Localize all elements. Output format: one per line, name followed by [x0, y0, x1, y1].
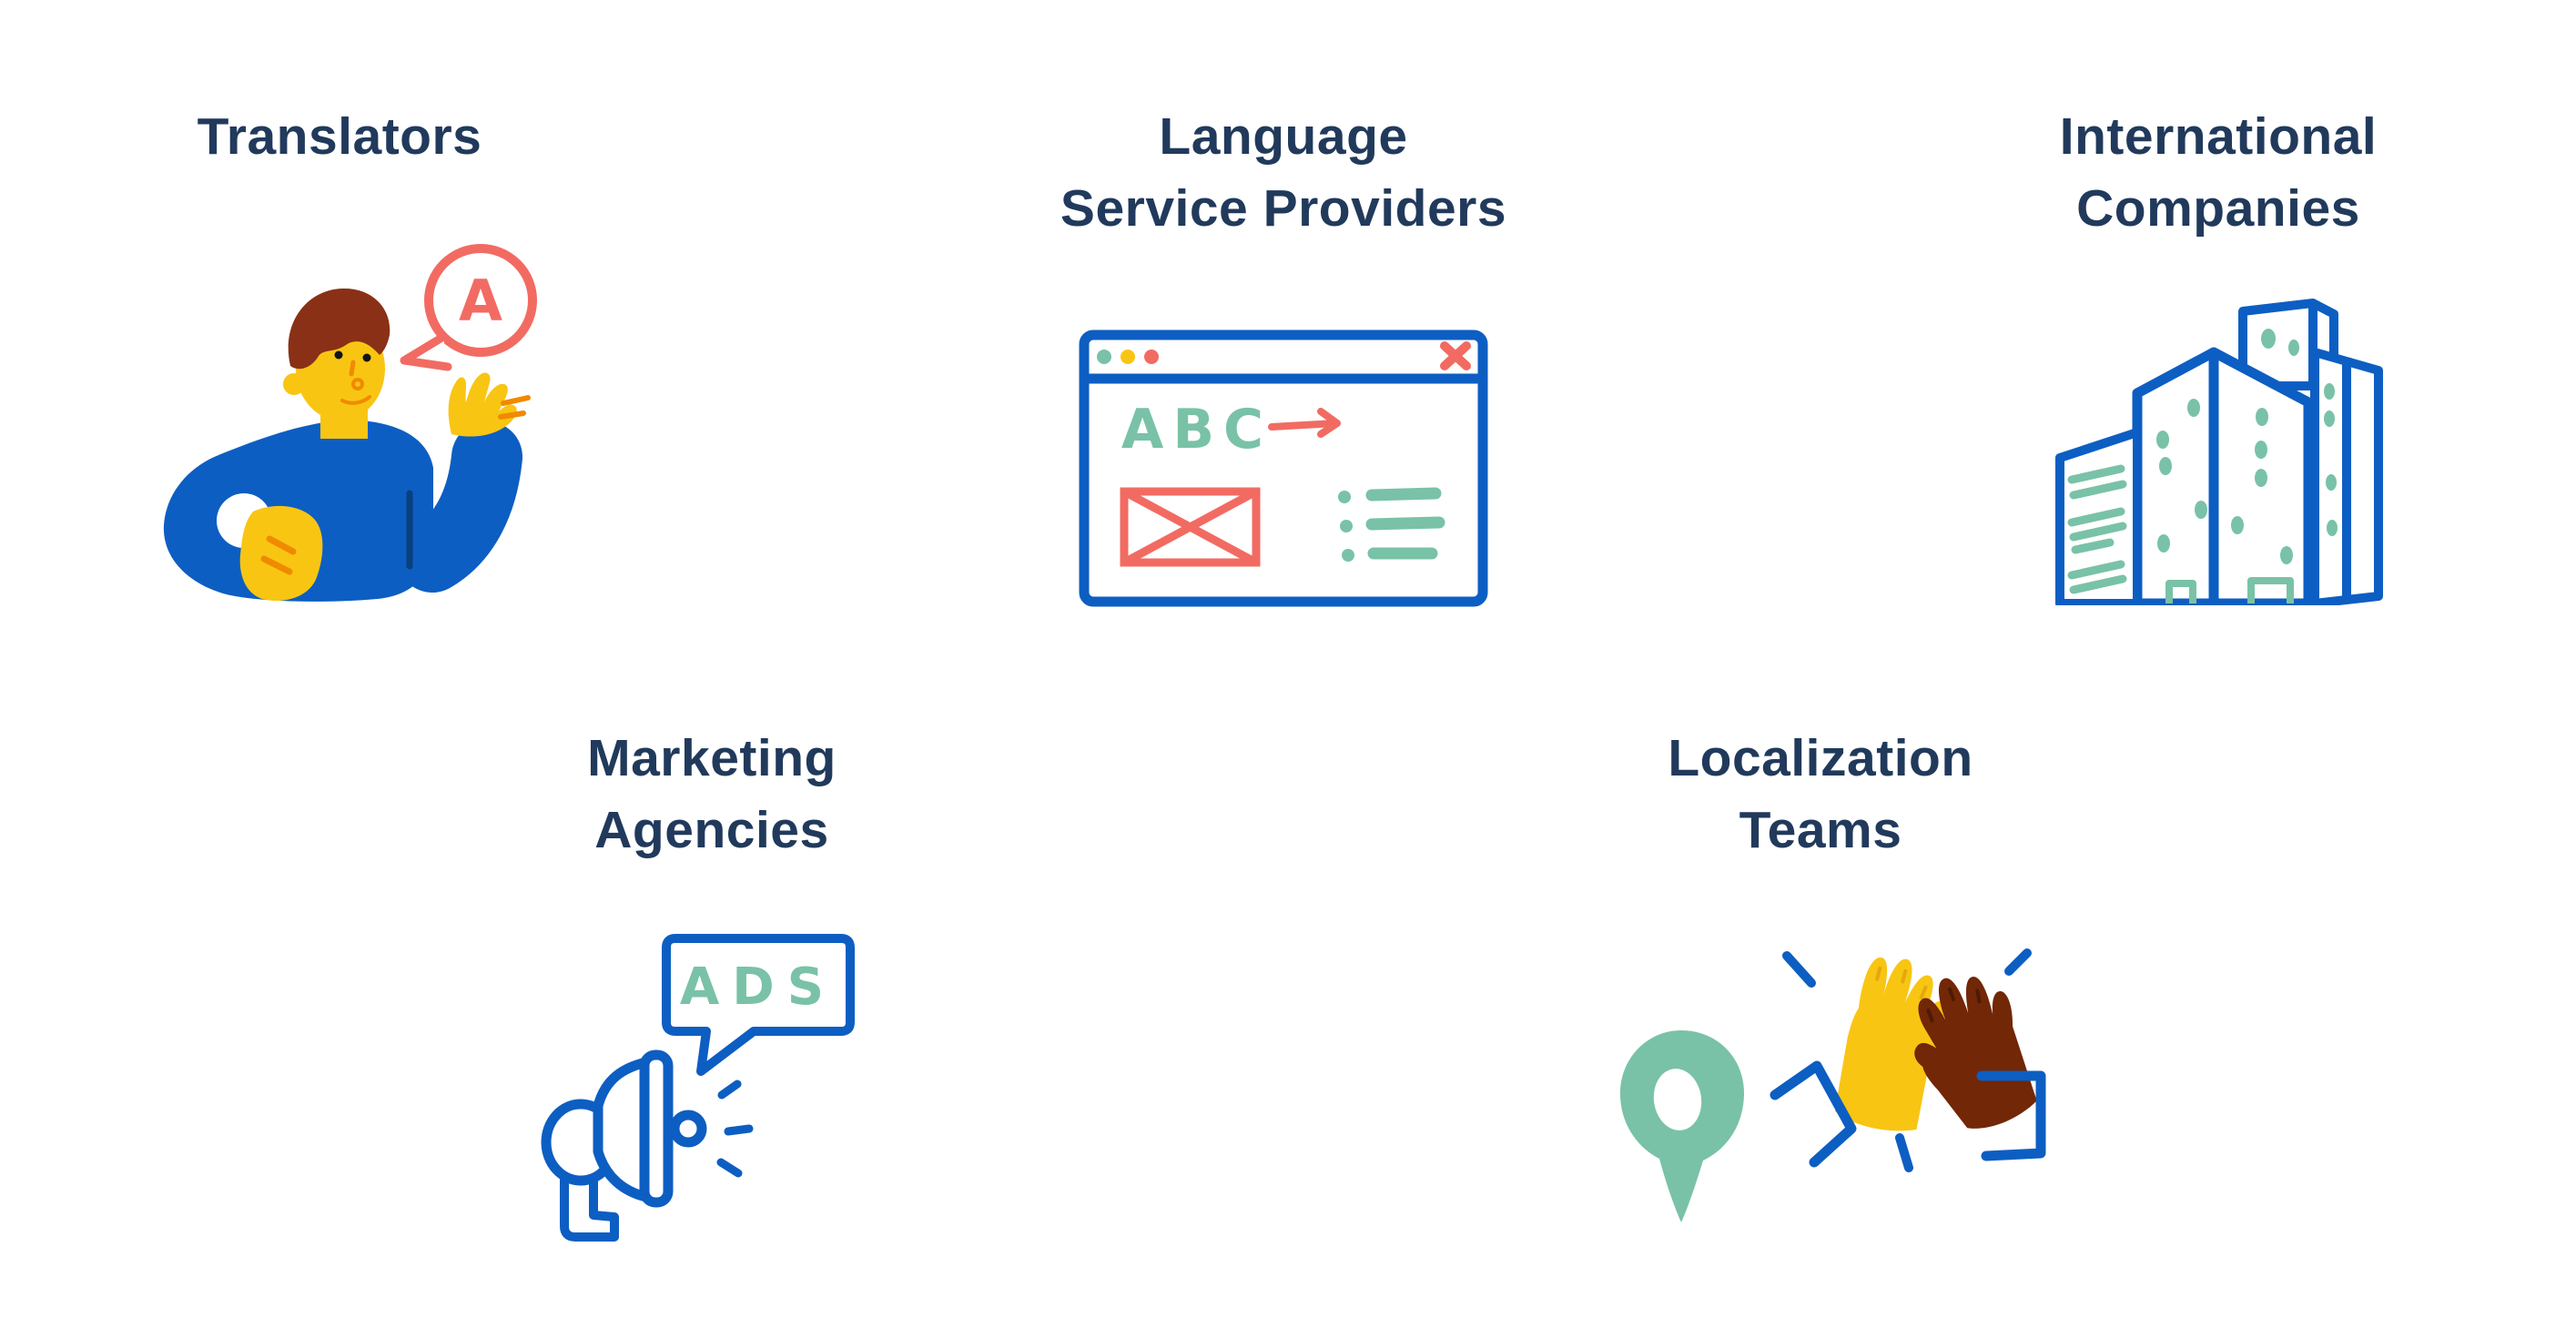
card-title-marketing-agencies: Marketing Agencies	[439, 723, 985, 867]
browser-window-icon: ABC	[1079, 329, 1488, 607]
bubble-letter: A	[459, 268, 502, 334]
title-line-2: Companies	[2076, 179, 2360, 238]
localization-high-five-illustration	[1611, 928, 2121, 1293]
window-stripes	[2067, 464, 2127, 594]
megaphone-body	[541, 1049, 707, 1242]
ads-text: ADS	[680, 958, 837, 1017]
browser-window-illustration: ABC	[1079, 329, 1488, 607]
location-pin-high-five-icon	[1619, 948, 2046, 1222]
arrow-right-icon	[1268, 408, 1341, 438]
title-line-1: Marketing	[587, 729, 837, 787]
translator-person-illustration: A	[146, 238, 546, 603]
speech-bubble-icon: A	[400, 244, 537, 371]
fist-hand	[239, 505, 323, 602]
middle-building	[2132, 347, 2314, 605]
person-body	[163, 420, 522, 602]
doors	[2165, 577, 2294, 603]
megaphone-icon: ADS	[541, 934, 855, 1242]
title-line-2: Agencies	[594, 801, 829, 859]
left-building	[2055, 428, 2142, 605]
window-dots	[2156, 399, 2293, 564]
card-title-translators: Translators	[66, 101, 613, 173]
title-line-2: Teams	[1739, 801, 1902, 859]
brown-hand	[1914, 977, 2037, 1129]
bullet-list-icon	[1338, 487, 1445, 562]
clap-dashes	[1782, 948, 2032, 1172]
window-traffic-dots	[1097, 350, 1159, 364]
open-hand	[448, 372, 531, 437]
sleeve-cuffs	[1770, 1060, 2046, 1168]
office-buildings-icon	[2055, 299, 2383, 605]
abc-text: ABC	[1121, 398, 1273, 461]
right-building	[2310, 348, 2383, 605]
title-line-1: International	[2059, 107, 2378, 166]
window-dots	[2324, 383, 2338, 536]
location-pin-icon	[1619, 1030, 1745, 1222]
title-line-1: Translators	[197, 107, 482, 166]
envelope-icon	[1120, 487, 1261, 567]
title-line-2: Service Providers	[1060, 179, 1507, 238]
megaphone-illustration: ADS	[537, 933, 865, 1242]
yellow-hand	[1834, 957, 1948, 1131]
card-title-localization-teams: Localization Teams	[1547, 723, 2094, 867]
hair	[288, 288, 390, 370]
office-buildings-illustration	[2055, 291, 2383, 605]
translator-person-icon: A	[163, 244, 537, 602]
card-title-language-service-providers: Language Service Providers	[1010, 101, 1557, 245]
card-title-international-companies: International Companies	[1945, 101, 2491, 245]
title-line-1: Localization	[1668, 729, 1973, 787]
ads-speech-bubble: ADS	[662, 934, 855, 1076]
window-dots	[2261, 329, 2299, 356]
high-five-hands	[1770, 948, 2046, 1172]
close-icon	[1440, 341, 1471, 370]
person-head	[283, 288, 390, 439]
title-line-1: Language	[1159, 107, 1408, 166]
sound-dashes	[716, 1080, 754, 1178]
